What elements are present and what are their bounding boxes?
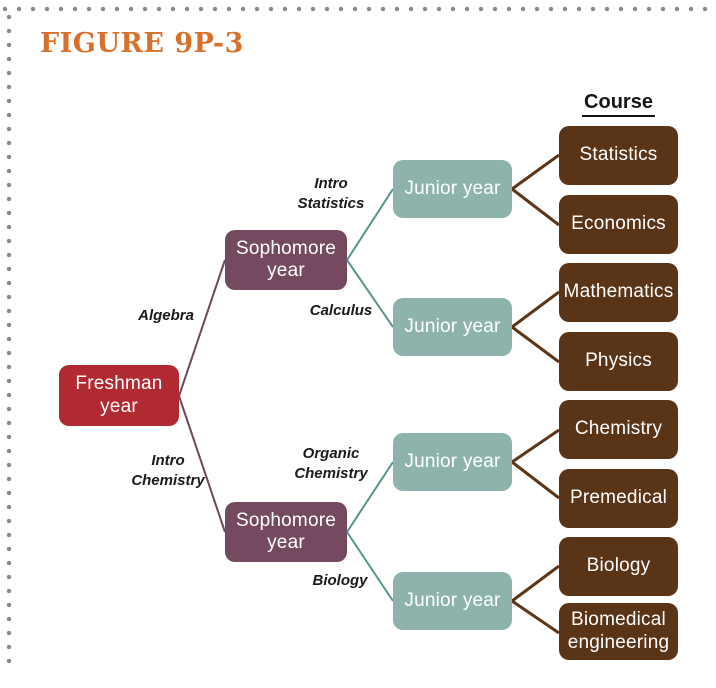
branch-label-organic-chemistry: Organic Chemistry [294, 445, 368, 482]
node-course-mathematics: Mathematics [559, 263, 678, 322]
node-course-premedical: Premedical [559, 469, 678, 528]
figure-title: FIGURE 9P-3 [40, 28, 244, 59]
node-junior-year-3: Junior year [393, 433, 512, 491]
edge-intro-statistics [346, 188, 394, 261]
node-sophomore-year-top: Sophomore year [225, 230, 347, 290]
dotted-border-top [2, 6, 714, 12]
node-junior-year-4: Junior year [393, 572, 512, 630]
node-junior-year-2: Junior year [393, 298, 512, 356]
course-column-header: Course [559, 91, 678, 117]
edge-junior3-chemistry [511, 428, 560, 464]
branch-label-algebra: Algebra [138, 307, 194, 324]
course-header-label: Course [582, 91, 655, 117]
edge-calculus [346, 259, 394, 328]
branch-label-intro-statistics: Intro Statistics [297, 175, 365, 212]
edge-junior1-economics [511, 187, 560, 227]
branch-label-intro-chemistry: Intro Chemistry [131, 452, 205, 489]
edge-organic-chemistry [346, 461, 394, 533]
edge-junior4-biology [511, 564, 560, 603]
node-course-physics: Physics [559, 332, 678, 391]
edge-junior2-mathematics [511, 290, 560, 329]
branch-label-calculus: Calculus [309, 302, 373, 319]
edge-junior4-biomedical [511, 599, 560, 635]
dotted-border-left [6, 14, 12, 664]
edge-junior3-premedical [511, 460, 560, 500]
edge-algebra [178, 259, 226, 397]
node-course-statistics: Statistics [559, 126, 678, 185]
node-junior-year-1: Junior year [393, 160, 512, 218]
node-sophomore-year-bottom: Sophomore year [225, 502, 347, 562]
edge-biology [346, 531, 394, 602]
edge-junior2-physics [511, 325, 560, 364]
node-course-chemistry: Chemistry [559, 400, 678, 459]
branch-label-biology: Biology [312, 572, 368, 589]
node-course-biomedical-engineering: Biomedical engineering [559, 603, 678, 660]
node-course-economics: Economics [559, 195, 678, 254]
edge-junior1-statistics [511, 153, 560, 191]
edge-intro-chemistry [178, 395, 226, 533]
node-freshman-year: Freshman year [59, 365, 179, 426]
node-course-biology: Biology [559, 537, 678, 596]
